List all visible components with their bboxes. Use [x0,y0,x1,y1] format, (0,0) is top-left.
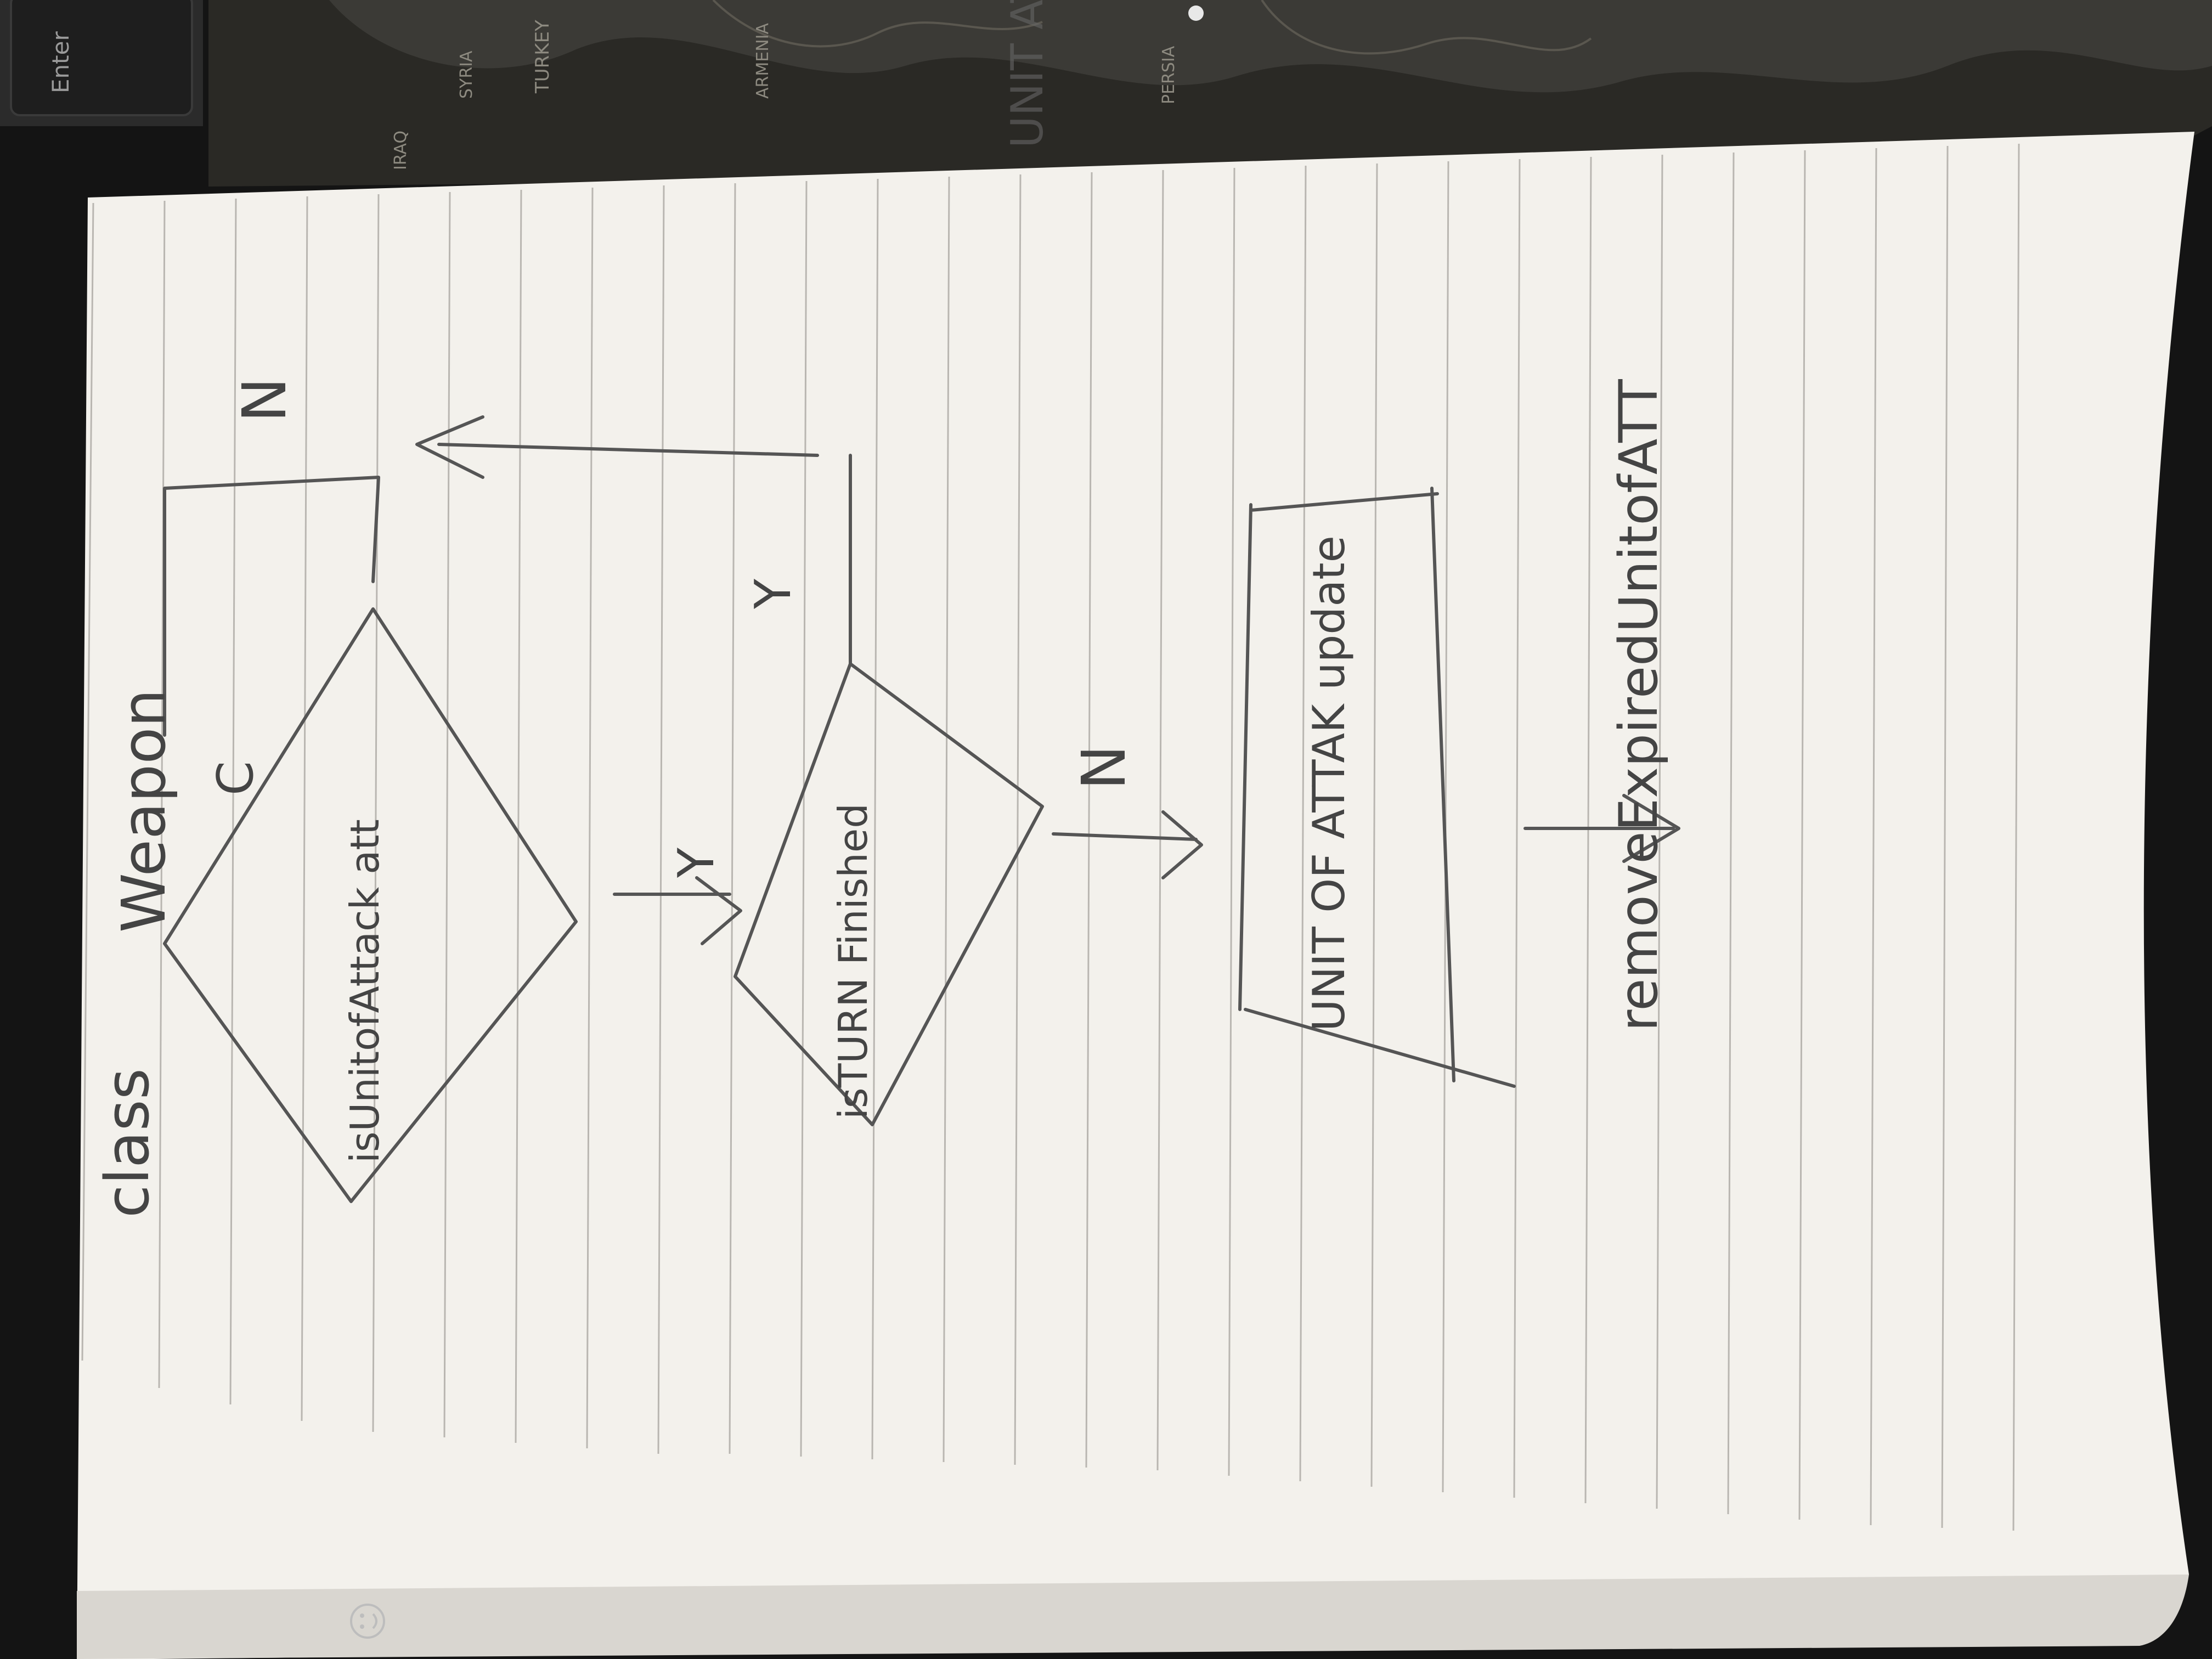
decision-1-label: isUnitofAttack att [342,819,388,1163]
rule-lines [81,143,2020,1531]
no-arrow-2 [1052,810,1203,879]
keyboard-key: Enter [0,0,203,126]
map-label: SYRIA [457,50,476,99]
top-heading-fragment: UNIT ATTACK [1002,0,1053,148]
title-class: class [92,1068,162,1218]
title-weapon: Weapon [109,689,179,933]
edge-label-d1-yes: Y [668,847,725,878]
yes-return-line [437,443,852,665]
enter-key-label: Enter [47,31,74,93]
edge-label-d1-loop: C [207,761,264,795]
notebook-page [77,132,2194,1659]
process-box-1 [1238,487,1516,1088]
map-label: TURKEY [532,20,554,94]
yes-arrow-1 [613,876,742,945]
decision-diamond-2 [733,662,1044,1126]
edge-label-d2-no: N [1069,745,1139,790]
decision-diamond-1 [163,607,578,1203]
process-arrow [1523,794,1680,863]
map-label: PERSIA [1159,46,1178,104]
edge-label-d1-no: N [229,377,300,422]
map-label: ARMENIA [753,23,772,99]
loop-arrow [163,476,380,737]
return-arrowhead [415,415,484,479]
flowchart [163,415,1680,1203]
decision-2-label: isTURN Finished [830,803,876,1119]
edge-label-d2-yes: Y [744,578,802,610]
process-1-label: UNIT OF ATTAK update [1304,535,1355,1031]
map-label: IRAQ [391,131,410,170]
smiley-icon [350,1604,385,1639]
process-2-label: removeExpiredUnitofATT [1608,379,1669,1031]
map-poster: IRAQ SYRIA TURKEY ARMENIA PERSIA [208,0,2212,187]
diagram-text: class Weapon isUnitofAttack att N C Y is… [92,377,1669,1218]
